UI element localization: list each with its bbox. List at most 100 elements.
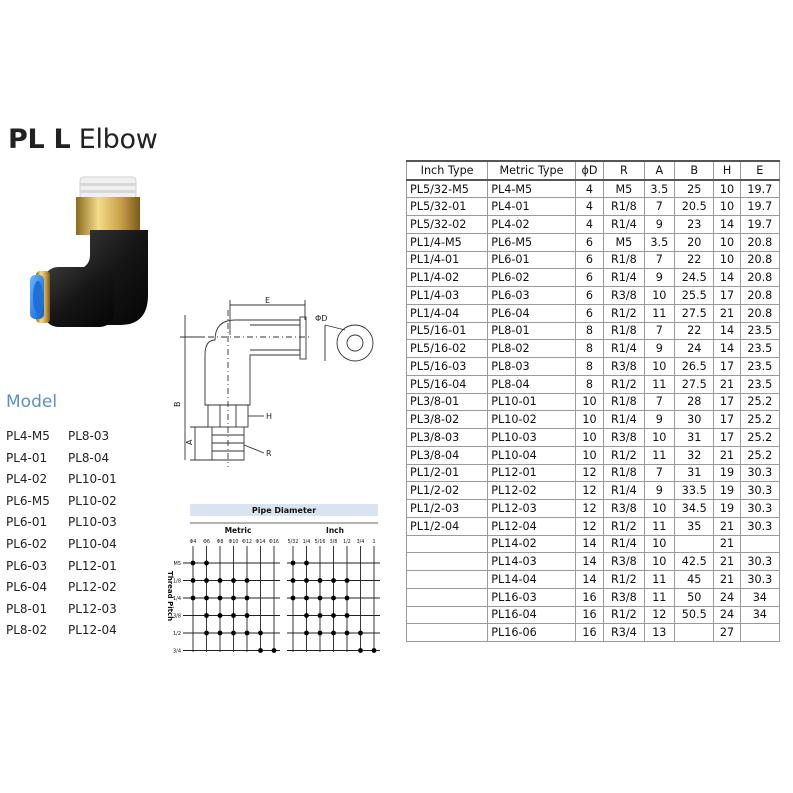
model-item: PL6-01	[6, 515, 48, 530]
table-cell: 9	[643, 481, 676, 500]
table-cell: PL5/16-04	[405, 374, 489, 394]
table-cell: PL6-04	[487, 303, 576, 323]
table-cell: R3/4	[603, 623, 645, 642]
table-cell: 30.3	[739, 499, 781, 518]
table-cell: PL14-02	[487, 534, 576, 554]
table-cell: PL5/32-M5	[405, 179, 489, 199]
model-item: PL8-01	[6, 601, 48, 616]
metric-dot	[258, 630, 263, 636]
table-cell: 23.5	[739, 374, 781, 394]
table-cell: 12	[574, 516, 605, 536]
metric-col-label: Φ16	[269, 539, 279, 545]
table-cell: R1/4	[603, 268, 645, 287]
table-cell: 6	[574, 303, 605, 323]
table-cell: PL5/16-03	[405, 357, 489, 376]
metric-dot	[231, 630, 236, 636]
product-photo	[30, 176, 148, 327]
table-cell: 21	[713, 516, 741, 536]
inch-dot	[317, 595, 323, 601]
table-cell: PL12-01	[487, 463, 576, 483]
metric-dot	[271, 648, 277, 653]
table-cell: 14	[574, 534, 605, 554]
table-cell: 21	[713, 374, 741, 394]
label-b: B	[173, 402, 182, 408]
table-cell: 19.7	[739, 179, 781, 199]
model-item: PL6-04	[6, 580, 48, 595]
inch-dot	[358, 630, 363, 636]
table-cell: PL16-03	[487, 587, 576, 607]
table-cell: 20.8	[739, 268, 781, 287]
inch-col-label: 5/32	[288, 539, 299, 545]
inch-col-label: 1	[372, 539, 375, 545]
table-cell: R1/8	[603, 463, 645, 483]
table-cell: 20.5	[674, 197, 715, 216]
table-cell: 7	[643, 392, 676, 412]
row-label: 1/8	[173, 579, 181, 585]
table-cell: 10	[713, 197, 741, 216]
table-cell: 11	[643, 374, 676, 394]
table-cell: 33.5	[674, 481, 715, 500]
model-item: PL10-04	[68, 536, 117, 551]
row-label: M5	[174, 561, 182, 567]
table-cell: R1/4	[603, 534, 645, 554]
table-cell: R3/8	[603, 286, 645, 305]
table-cell: 26.5	[674, 357, 715, 376]
inch-col-label: 1/4	[303, 539, 311, 545]
table-cell: 9	[643, 410, 676, 429]
table-cell: 10	[574, 410, 605, 429]
table-cell: 19	[713, 499, 741, 518]
table-cell: 23	[674, 215, 715, 234]
inch-col-label: 5/16	[315, 539, 326, 545]
table-cell: PL5/16-01	[405, 321, 489, 341]
table-cell	[405, 623, 489, 642]
table-cell: 17	[713, 357, 741, 376]
column-header: B	[674, 160, 715, 181]
inch-dot	[331, 630, 336, 636]
table-cell: 7	[643, 321, 676, 341]
table-cell: 21	[713, 552, 741, 571]
table-cell: PL6-03	[487, 286, 576, 305]
table-cell: PL1/4-02	[405, 268, 489, 287]
table-cell: R1/4	[603, 481, 645, 500]
table-cell: 20	[674, 232, 715, 252]
table-cell: 12	[574, 481, 605, 500]
table-cell: PL5/32-02	[405, 215, 489, 234]
table-cell: PL10-03	[487, 428, 576, 447]
table-cell: PL10-01	[487, 392, 576, 412]
model-item: PL6-M5	[6, 493, 50, 508]
metric-dot	[231, 578, 236, 583]
table-cell: PL5/16-02	[405, 339, 489, 358]
inch-col-label: 3/8	[330, 539, 338, 545]
table-cell: R1/4	[603, 215, 645, 234]
inch-dot	[304, 613, 309, 618]
label-d: ΦD	[315, 314, 327, 323]
table-cell: 11	[643, 570, 676, 589]
table-cell: 10	[643, 534, 676, 554]
table-cell: 14	[574, 552, 605, 571]
table-cell: 19.7	[739, 215, 781, 234]
model-item: PL8-03	[68, 429, 110, 443]
table-cell: 10	[574, 392, 605, 412]
metric-col-label: Φ6	[203, 539, 210, 545]
table-cell: 17	[713, 428, 741, 447]
table-cell: 42.5	[674, 552, 715, 571]
table-cell: PL8-04	[487, 374, 576, 394]
model-item: PL4-M5	[6, 429, 50, 443]
model-item: PL4-01	[6, 450, 48, 465]
table-cell: 19	[713, 463, 741, 483]
inch-dot	[317, 630, 323, 636]
table-cell: 34	[739, 605, 781, 625]
column-header: A	[643, 160, 676, 181]
table-cell: PL3/8-04	[405, 445, 489, 465]
table-cell: PL6-01	[487, 250, 576, 270]
table-cell: PL10-02	[487, 410, 576, 429]
table-cell: 25.2	[739, 392, 781, 412]
